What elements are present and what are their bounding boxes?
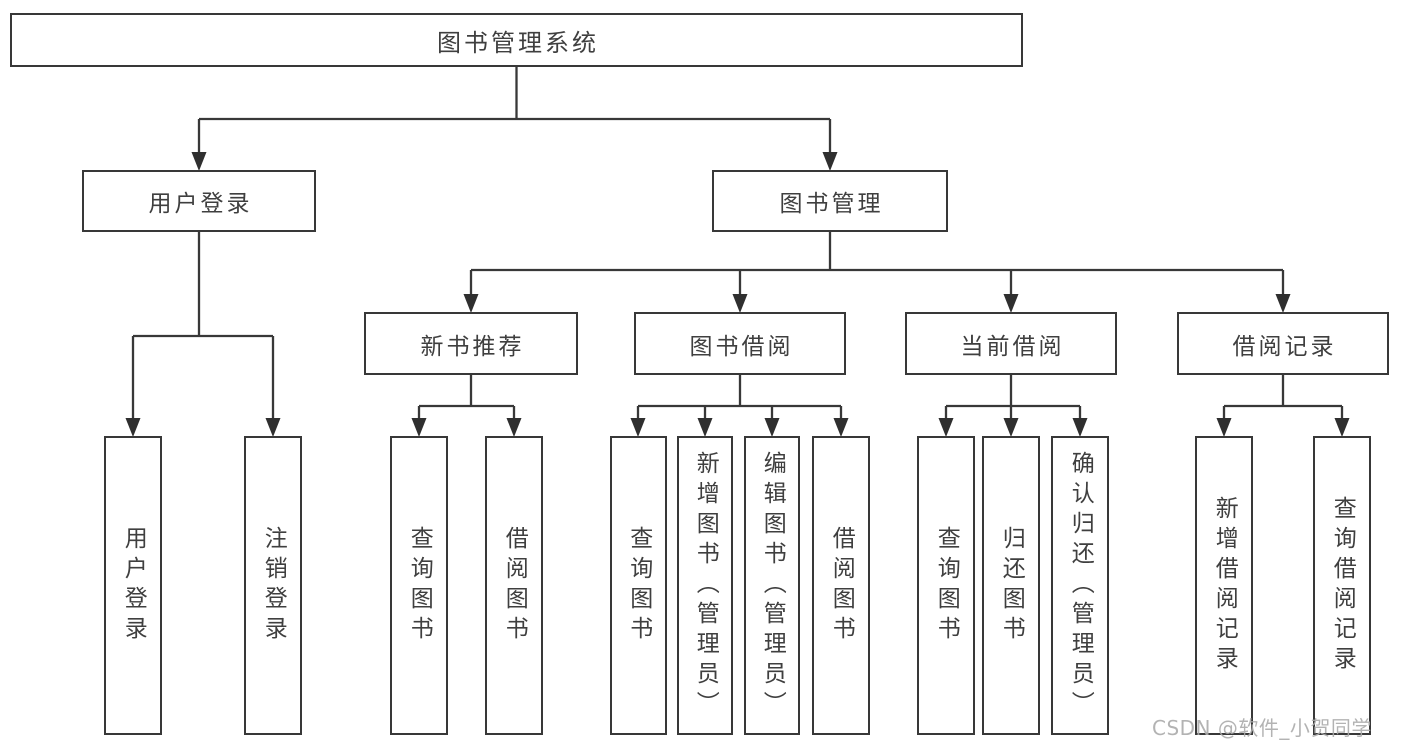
leaf-borrow-books: 借阅图书 <box>812 436 870 735</box>
leaf-query-books-borrowing: 查询图书 <box>610 436 667 735</box>
node-book-borrowing-label: 图书借阅 <box>689 333 794 360</box>
node-borrowing-records-label: 借阅记录 <box>1232 333 1337 360</box>
leaf-user-login: 用户登录 <box>104 436 162 735</box>
leaf-query-borrow-record-label: 查询借阅记录 <box>1329 495 1356 676</box>
leaf-return-books-label: 归还图书 <box>998 525 1025 646</box>
node-book-management: 图书管理 <box>712 170 948 232</box>
leaf-borrow-books-recommend: 借阅图书 <box>485 436 543 735</box>
node-borrowing-records: 借阅记录 <box>1177 312 1389 375</box>
node-new-book-recommendation: 新书推荐 <box>364 312 578 375</box>
node-current-borrowing: 当前借阅 <box>905 312 1117 375</box>
leaf-return-books: 归还图书 <box>982 436 1040 735</box>
leaf-query-books-current: 查询图书 <box>917 436 975 735</box>
node-current-borrowing-label: 当前借阅 <box>960 333 1065 360</box>
leaf-edit-book-admin: 编辑图书（管理员） <box>744 436 800 735</box>
leaf-borrow-books-label: 借阅图书 <box>828 525 855 646</box>
leaf-confirm-return-admin: 确认归还（管理员） <box>1051 436 1109 735</box>
leaf-borrow-books-recommend-label: 借阅图书 <box>501 525 528 646</box>
leaf-query-books-borrowing-label: 查询图书 <box>625 525 652 646</box>
leaf-add-book-admin-label: 新增图书（管理员） <box>692 450 719 721</box>
leaf-add-borrow-record: 新增借阅记录 <box>1195 436 1253 735</box>
leaf-logout: 注销登录 <box>244 436 302 735</box>
leaf-add-borrow-record-label: 新增借阅记录 <box>1211 495 1238 676</box>
leaf-query-borrow-record: 查询借阅记录 <box>1313 436 1371 735</box>
leaf-edit-book-admin-label: 编辑图书（管理员） <box>759 450 786 721</box>
node-new-book-recommendation-label: 新书推荐 <box>420 333 525 360</box>
leaf-confirm-return-admin-label: 确认归还（管理员） <box>1067 450 1094 721</box>
leaf-add-book-admin: 新增图书（管理员） <box>677 436 733 735</box>
leaf-query-books-recommend-label: 查询图书 <box>406 525 433 646</box>
leaf-query-books-recommend: 查询图书 <box>390 436 448 735</box>
leaf-user-login-label: 用户登录 <box>120 525 147 646</box>
leaf-query-books-current-label: 查询图书 <box>933 525 960 646</box>
node-book-borrowing: 图书借阅 <box>634 312 846 375</box>
node-library-system: 图书管理系统 <box>10 13 1023 67</box>
node-user-login-label: 用户登录 <box>148 191 253 217</box>
leaf-logout-label: 注销登录 <box>260 525 287 646</box>
node-book-management-label: 图书管理 <box>779 191 884 217</box>
node-user-login: 用户登录 <box>82 170 316 232</box>
node-library-system-label: 图书管理系统 <box>437 28 599 57</box>
csdn-watermark: CSDN @软件_小贺同学 <box>1152 716 1372 740</box>
